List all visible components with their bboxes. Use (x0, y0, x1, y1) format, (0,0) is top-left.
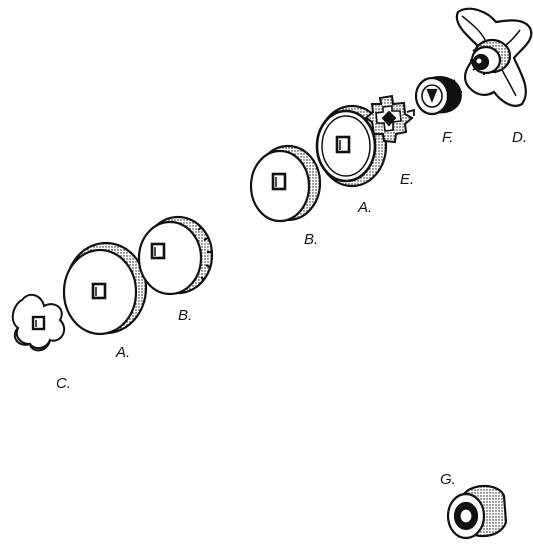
label-f: F. (442, 129, 453, 146)
part-c-star-nut (11, 293, 66, 352)
label-a-upper: A. (357, 199, 372, 216)
label-d: D. (512, 129, 527, 146)
label-a-lower: A. (115, 344, 130, 361)
part-a-upper-ring (315, 104, 388, 188)
label-g: G. (440, 471, 456, 488)
part-e-cross-plate (364, 94, 415, 144)
part-d-handle-knob (455, 7, 533, 107)
part-b-lower-disc (137, 215, 214, 296)
label-b-upper: B. (304, 231, 318, 248)
label-c: C. (56, 375, 71, 392)
part-b-upper-disc (249, 144, 322, 223)
part-a-lower-disc (62, 241, 148, 336)
part-f-bushing (414, 76, 462, 116)
part-g-bushing (446, 484, 508, 540)
label-b-lower: B. (178, 307, 192, 324)
label-e: E. (400, 171, 414, 188)
